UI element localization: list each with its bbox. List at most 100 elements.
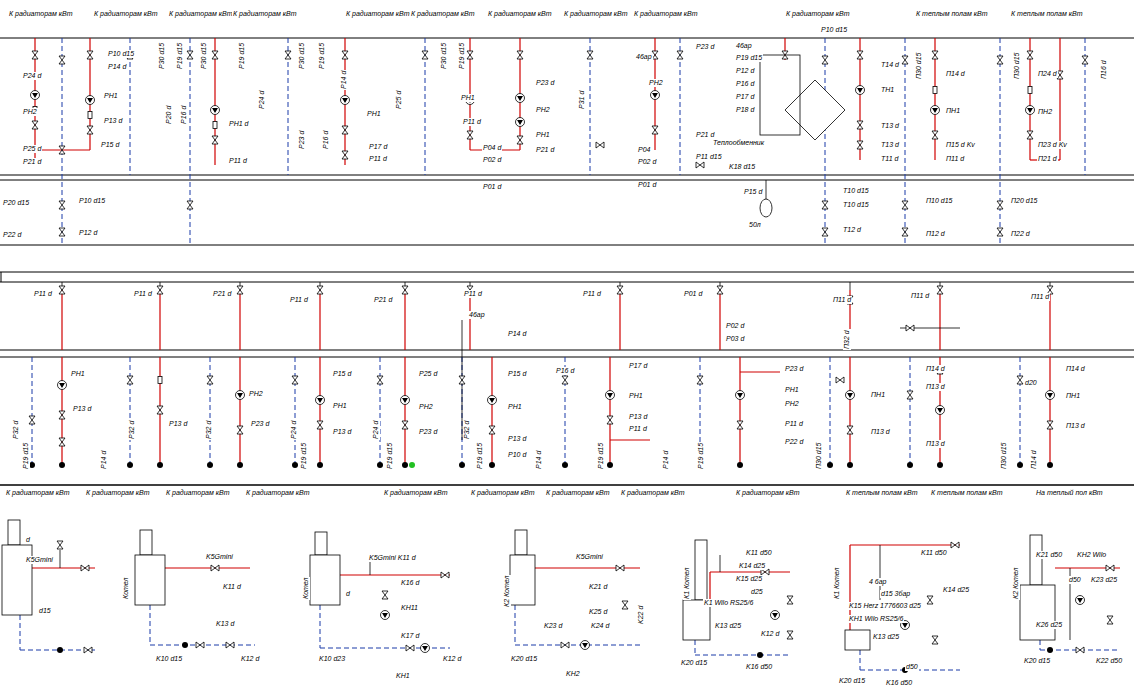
pipe-label: К радиаторам кВт	[470, 489, 536, 497]
pipe-label: P11 d15	[695, 153, 723, 161]
vertical-pipe-label: K22 d	[637, 605, 645, 625]
pipe-label: P14 d	[507, 330, 527, 338]
pipe-label: PH1	[70, 370, 86, 378]
vertical-pipe-label: К1 Котел	[683, 567, 691, 600]
pipe-label: Теплообменник	[712, 139, 765, 147]
pipe-label: К радиаторам кВт	[545, 489, 611, 497]
pipe-label: К теплым полам кВт	[1010, 10, 1083, 18]
vertical-pipe-label: Котел	[302, 577, 310, 600]
pipe-label: P13 d	[168, 420, 188, 428]
pipe-label: К радиаторам кВт	[8, 10, 74, 18]
pipe-label: P11 d	[289, 296, 309, 304]
pipe-label: K14 d25	[738, 562, 766, 570]
pipe-label: К радиаторам кВт	[245, 489, 311, 497]
pipe-label: K20 d15	[838, 677, 866, 685]
pipe-label: PH1 d	[228, 120, 249, 128]
vertical-pipe-label: P14 d	[535, 450, 543, 470]
vertical-pipe-label: P16 d	[322, 130, 330, 150]
pipe-label: PH2	[648, 79, 664, 87]
vertical-pipe-label: P14 d	[662, 450, 670, 470]
pipe-label: K23 d	[543, 622, 563, 630]
pipe-label: T11 d	[880, 155, 899, 163]
pipe-label: KH1 Wilo RS25/6	[848, 615, 904, 623]
pipe-label: 46ар	[468, 311, 486, 319]
pipe-label: P10 d15	[107, 50, 135, 58]
pipe-label: П20 d15	[1010, 197, 1038, 205]
pipe-label: P01 d	[683, 290, 703, 298]
pipe-label: ПН1	[1065, 392, 1081, 400]
pipe-label: KH11	[400, 604, 419, 612]
vertical-pipe-label: P20 d	[165, 105, 173, 125]
pipe-label: PH1	[103, 92, 119, 100]
pipe-label: K14 d25	[942, 586, 970, 594]
vertical-pipe-label: P32 d	[128, 420, 136, 440]
pipe-label: К радиаторам кВт	[85, 489, 151, 497]
pipe-label: П14 d	[1065, 365, 1086, 373]
pipe-label: P02 d	[637, 158, 657, 166]
pipe-label: d15 3бар	[880, 590, 911, 598]
pipe-label: K20 d15	[1023, 657, 1051, 665]
pipe-label: П14 d	[945, 70, 966, 78]
pipe-label: К радиаторам кВт	[345, 10, 411, 18]
vertical-pipe-label: P30 d15	[200, 42, 208, 70]
pipe-label: К теплым полам кВт	[915, 10, 988, 18]
pipe-label: K13 d25	[714, 622, 742, 630]
pipe-label: P23 d	[695, 43, 715, 51]
pipe-label: PH1	[460, 94, 476, 102]
pipe-label: K23 d25	[1090, 576, 1118, 584]
pipe-label: P23 d	[250, 420, 270, 428]
pipe-label: P11 d	[784, 420, 804, 428]
pipe-label: P17 d	[368, 143, 388, 151]
pipe-label: K5Gmini K11 d	[368, 554, 417, 562]
pipe-label: На теплый пол кВт	[1035, 489, 1104, 497]
pipe-label: P22 d	[784, 438, 804, 446]
pipe-label: K10 d15	[155, 655, 183, 663]
vertical-pipe-label: П16 d	[1100, 59, 1108, 80]
pipe-label: K17 d	[400, 632, 420, 640]
vertical-pipe-label: К2 Котел	[503, 575, 511, 608]
vertical-pipe-label: P19 d15	[386, 442, 394, 470]
pipe-label: ПН1	[945, 107, 961, 115]
pipe-label: P03 d	[725, 335, 745, 343]
pipe-label: P15 d	[332, 370, 352, 378]
pipe-label: 46ар	[635, 53, 653, 61]
vertical-pipe-label: П30 d15	[815, 442, 823, 470]
pipe-label: PH1	[628, 392, 644, 400]
vertical-pipe-label: P25 d	[395, 90, 403, 110]
pipe-label: P10 d15	[820, 26, 848, 34]
pipe-label: K25 d	[588, 608, 608, 616]
pipe-label: 46ар	[735, 42, 753, 50]
pipe-label: PH1	[332, 402, 348, 410]
pipe-label: P11 d	[228, 157, 248, 165]
pipe-label: K26 d25	[1035, 621, 1063, 629]
pipe-label: К радиаторам кВт	[620, 489, 686, 497]
vertical-pipe-label: P14 d	[100, 450, 108, 470]
pipe-label: P23 d	[784, 365, 804, 373]
pipe-label: PH1	[366, 110, 382, 118]
vertical-pipe-label: П30 d15	[1000, 442, 1008, 470]
pipe-label: П14 d	[925, 365, 946, 373]
pipe-label: П24 d	[1037, 70, 1058, 78]
vertical-pipe-label: К1 Котел	[833, 567, 841, 600]
vertical-pipe-label: P19 d15	[176, 42, 184, 70]
pipe-label: K15 Herz 1776603 d25	[848, 602, 922, 610]
pipe-label: K11 d50	[745, 549, 773, 557]
pipe-label: K13 d25	[872, 633, 900, 641]
pipe-label: П11 d	[832, 296, 852, 304]
vertical-pipe-label: P31 d	[578, 90, 586, 110]
vertical-pipe-label: P24 d	[290, 420, 298, 440]
vertical-pipe-label: P19 d15	[458, 42, 466, 70]
pipe-label: К радиаторам кВт	[93, 10, 159, 18]
vertical-pipe-label: P19 d15	[238, 42, 246, 70]
pipe-label: K15 d25	[735, 575, 763, 583]
pipe-label: d	[345, 590, 351, 598]
pipe-label: K16 d50	[745, 663, 773, 671]
vertical-pipe-label: П14 d	[1030, 449, 1038, 470]
pipe-label: K12 d	[442, 655, 462, 663]
pipe-label: d15	[38, 607, 52, 615]
pipe-label: PH1	[784, 386, 800, 394]
vertical-pipe-label: П32 d	[843, 329, 851, 350]
pipe-label: P15 d	[100, 141, 120, 149]
pipe-label: K13 d	[215, 620, 235, 628]
